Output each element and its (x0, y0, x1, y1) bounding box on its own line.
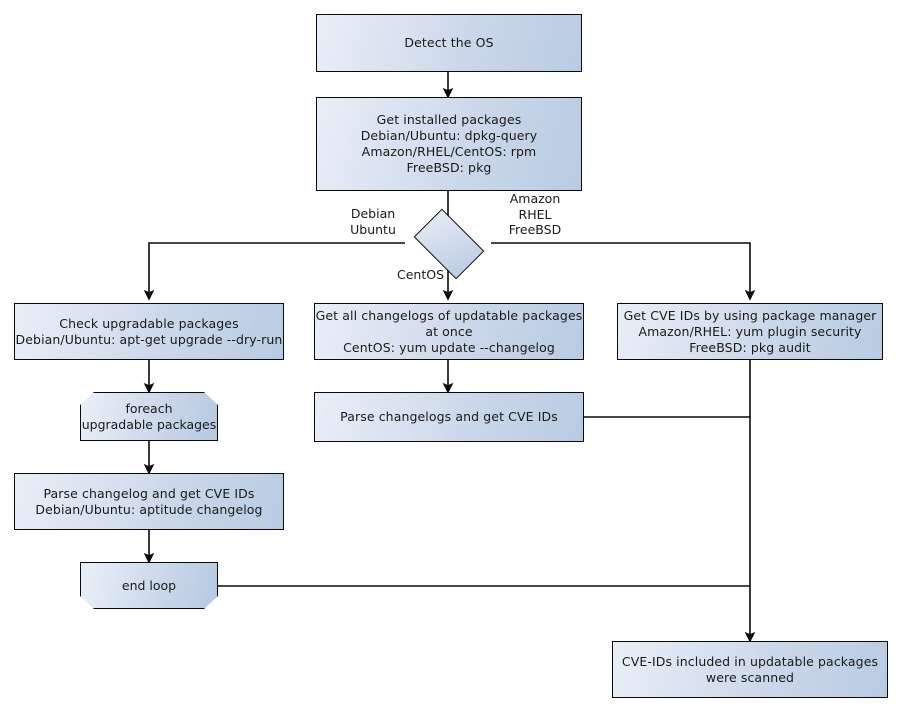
edge-decision-to-cveids (491, 242, 756, 301)
edge-label-debian-ubuntu: Debian Ubuntu (350, 206, 396, 237)
node-get-installed-packages[interactable]: Get installed packages Debian/Ubuntu: dp… (316, 97, 582, 191)
node-foreach-loop-start[interactable]: foreach upgradable packages (80, 392, 218, 441)
node-get-cve-ids-package-manager[interactable]: Get CVE IDs by using package manager Ama… (617, 303, 883, 360)
node-check-upgradable-packages[interactable]: Check upgradable packages Debian/Ubuntu:… (14, 303, 284, 360)
node-parse-changelogs-multi[interactable]: Parse changelogs and get CVE IDs (314, 392, 584, 442)
edge-label-centos: CentOS (396, 267, 444, 282)
node-loop-end[interactable]: end loop (80, 562, 218, 609)
node-get-all-changelogs[interactable]: Get all changelogs of updatable packages… (314, 303, 584, 360)
node-scan-complete[interactable]: CVE-IDs included in updatable packages w… (612, 641, 888, 698)
edge-decision-to-check-upgradable (143, 242, 405, 301)
node-parse-changelog-single[interactable]: Parse changelog and get CVE IDs Debian/U… (14, 473, 284, 530)
node-detect-os[interactable]: Detect the OS (316, 14, 582, 72)
edge-label-amazon-rhel-freebsd: Amazon RHEL FreeBSD (508, 191, 562, 237)
